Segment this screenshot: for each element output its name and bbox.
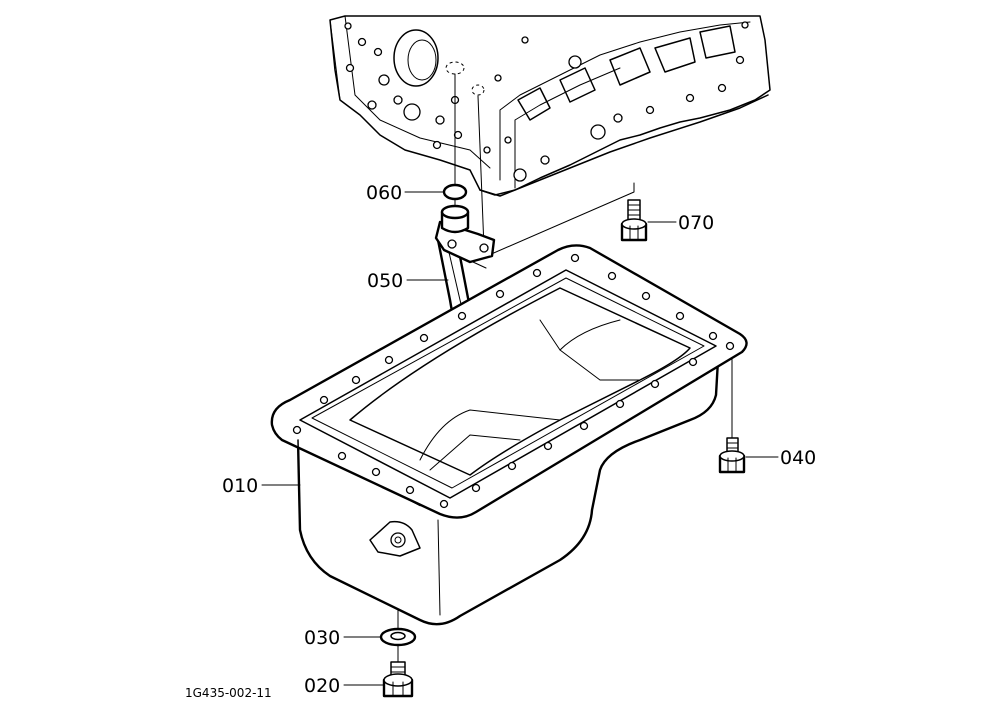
bolt-070 (620, 199, 648, 242)
label-060: 060 (366, 182, 402, 204)
label-010: 010 (222, 475, 258, 497)
label-050: 050 (367, 270, 403, 292)
label-070: 070 (678, 212, 714, 234)
drain-plug-020 (382, 661, 414, 698)
o-ring-060 (442, 183, 468, 201)
label-040: 040 (780, 447, 816, 469)
engine-block (329, 15, 771, 197)
figure-reference-code: 1G435-002-11 (185, 686, 272, 700)
bolt-040 (718, 437, 746, 474)
flange-bolt-holes (292, 253, 735, 509)
label-020: 020 (304, 675, 340, 697)
part-callouts: 060 070 050 040 010 030 020 (222, 182, 816, 697)
label-030: 030 (304, 627, 340, 649)
oil-pan-010 (270, 244, 748, 626)
washer-030 (379, 627, 417, 647)
